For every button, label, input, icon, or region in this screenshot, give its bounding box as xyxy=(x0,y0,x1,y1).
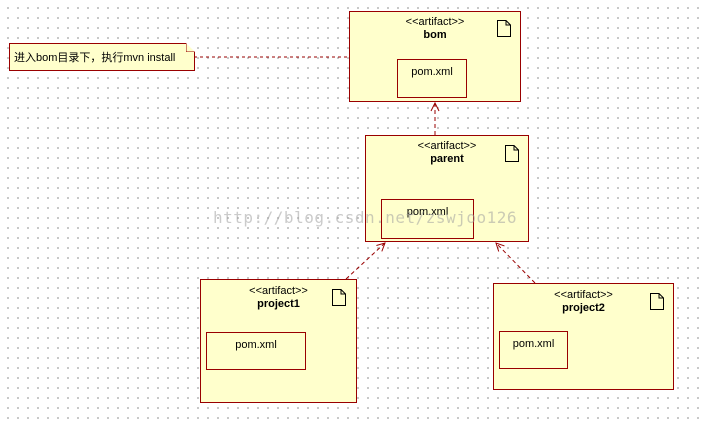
pom-file-label: pom.xml xyxy=(235,339,277,351)
pom-file-label: pom.xml xyxy=(512,338,555,350)
note-text: 进入bom目录下，执行mvn install xyxy=(14,52,176,64)
artifact-stereotype: <<artifact>> xyxy=(405,16,465,28)
watermark: http://blog.csdn.net/zswjoo126 xyxy=(213,208,517,227)
document-icon xyxy=(650,293,664,310)
artifact-stereotype: <<artifact>> xyxy=(417,140,477,152)
note-fold-icon xyxy=(186,43,195,52)
artifact-name: project2 xyxy=(562,302,605,314)
artifact-parent[interactable]: <<artifact>> parent pom.xml xyxy=(365,135,529,242)
pom-file-box[interactable]: pom.xml xyxy=(499,331,568,369)
pom-file-label: pom.xml xyxy=(411,66,453,78)
dependency-project2-to-parent xyxy=(496,243,536,284)
artifact-bom[interactable]: <<artifact>> bom pom.xml xyxy=(349,11,521,102)
artifact-stereotype: <<artifact>> xyxy=(554,289,613,301)
artifact-name: project1 xyxy=(257,298,300,310)
dependency-project1-to-parent xyxy=(345,243,385,280)
artifact-project2[interactable]: <<artifact>> project2 pom.xml xyxy=(493,283,674,390)
note[interactable]: 进入bom目录下，执行mvn install xyxy=(9,43,195,71)
artifact-project1[interactable]: <<artifact>> project1 pom.xml xyxy=(200,279,357,403)
artifact-name: parent xyxy=(430,153,464,165)
pom-file-box[interactable]: pom.xml xyxy=(381,199,474,239)
pom-file-box[interactable]: pom.xml xyxy=(397,59,467,98)
document-icon xyxy=(497,20,511,37)
artifact-name: bom xyxy=(423,29,447,41)
document-icon xyxy=(332,289,346,306)
pom-file-box[interactable]: pom.xml xyxy=(206,332,306,370)
artifact-stereotype: <<artifact>> xyxy=(249,285,308,297)
pom-file-label: pom.xml xyxy=(406,206,449,218)
document-icon xyxy=(505,145,519,162)
